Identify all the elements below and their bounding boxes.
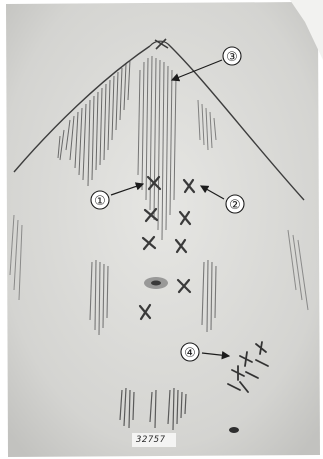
callout-label-2: ② — [229, 198, 241, 213]
paper-sheet — [6, 2, 320, 457]
callout-label-1: ① — [94, 194, 106, 209]
callout-label-3: ③ — [226, 50, 238, 65]
reference-number: 32757 — [136, 435, 166, 445]
navel-core — [151, 281, 161, 286]
callout-label-4: ④ — [184, 346, 196, 361]
lower-dark-spot — [229, 427, 239, 433]
